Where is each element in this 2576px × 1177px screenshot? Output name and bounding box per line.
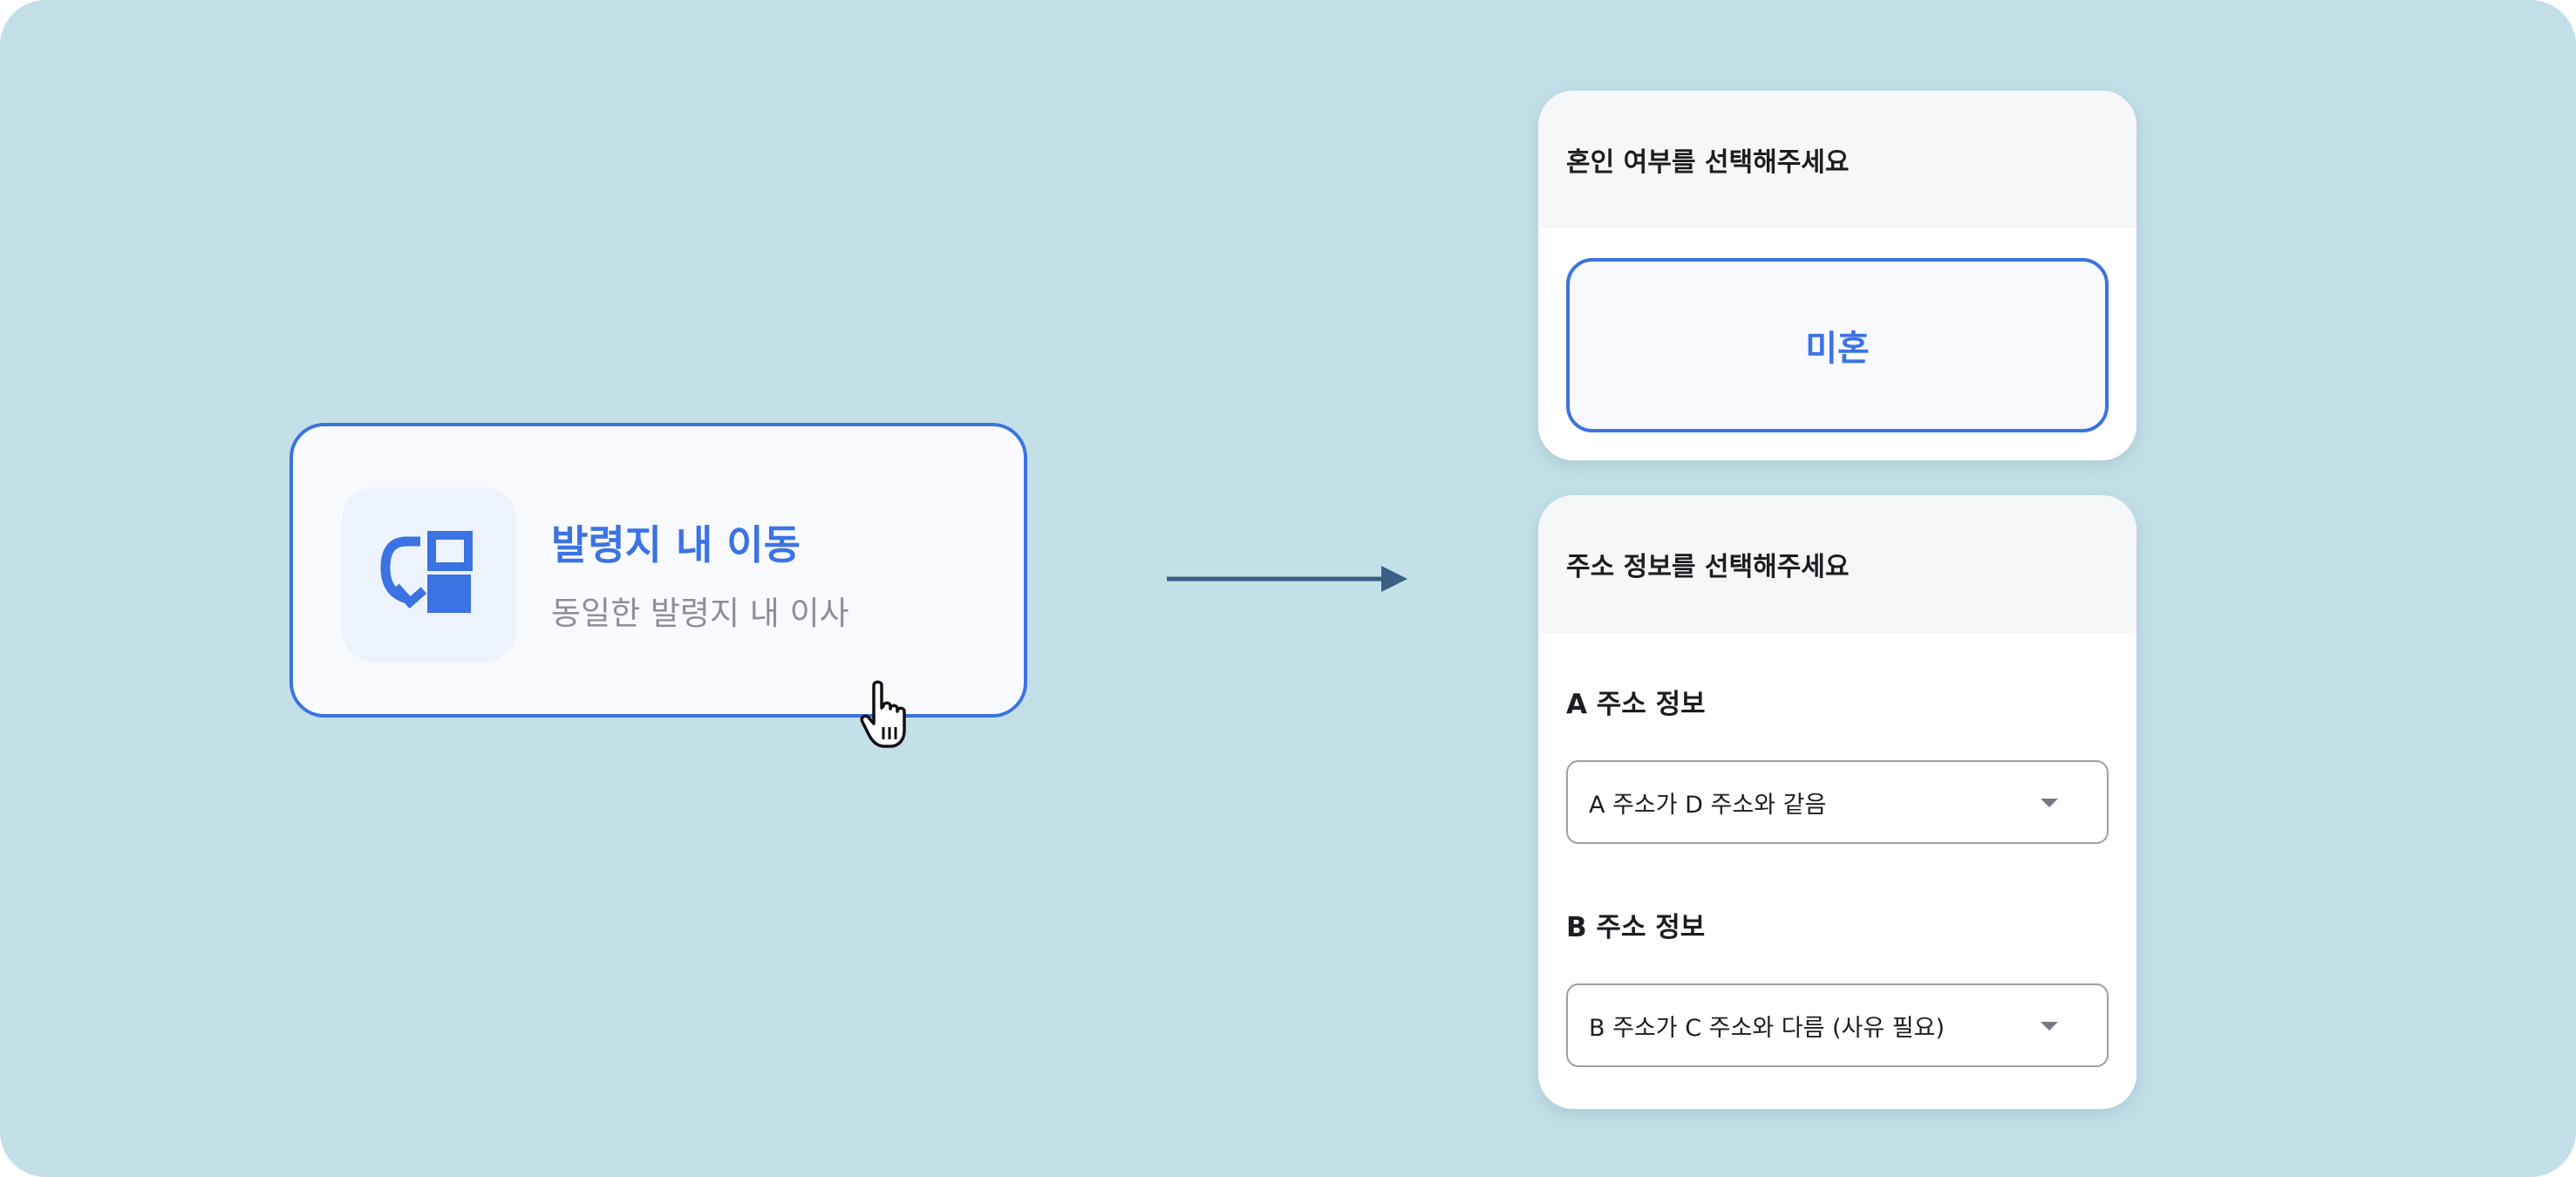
flow-arrow-icon	[1167, 566, 1407, 592]
option-subtitle: 동일한 발령지 내 이사	[551, 595, 849, 632]
single-choice-button[interactable]: 미혼	[1566, 258, 2109, 432]
address-b-label: B 주소 정보	[1566, 912, 1706, 943]
hand-pointer-cursor-icon	[860, 680, 906, 748]
move-within-location-icon	[380, 531, 473, 613]
address-b-select-value: B 주소가 C 주소와 다름 (사유 필요)	[1589, 1014, 1946, 1042]
address-info-panel: 주소 정보를 선택해주세요 A 주소 정보 A 주소가 D 주소와 같음 B 주…	[1538, 495, 2136, 1109]
option-icon-tile	[342, 487, 516, 662]
marital-panel-header: 혼인 여부를 선택해주세요	[1538, 91, 2136, 228]
relocation-option-card[interactable]: 발령지 내 이동 동일한 발령지 내 이사	[290, 423, 1027, 718]
chevron-down-icon	[2041, 799, 2058, 807]
address-a-label: A 주소 정보	[1566, 689, 1706, 720]
address-a-select[interactable]: A 주소가 D 주소와 같음	[1566, 760, 2109, 844]
chevron-down-icon	[2041, 1022, 2058, 1031]
marital-status-panel: 혼인 여부를 선택해주세요 미혼	[1538, 91, 2136, 460]
address-a-select-value: A 주소가 D 주소와 같음	[1589, 791, 1827, 819]
address-panel-header: 주소 정보를 선택해주세요	[1538, 495, 2136, 633]
option-title: 발령지 내 이동	[551, 521, 801, 568]
address-b-select[interactable]: B 주소가 C 주소와 다름 (사유 필요)	[1566, 983, 2109, 1067]
